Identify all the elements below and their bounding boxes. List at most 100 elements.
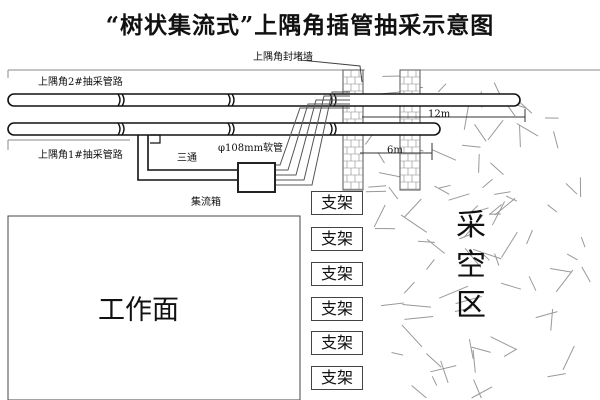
hatch-line (471, 346, 491, 353)
hatch-line (463, 214, 484, 238)
pipe-coupling (227, 122, 235, 136)
pipe-coupling (329, 122, 337, 136)
hatch-line (379, 172, 403, 178)
hatch-line (439, 285, 469, 299)
hatch-line (562, 345, 575, 371)
seal-wall-label: 上隅角封堵墙 (253, 52, 313, 63)
hatch-line (500, 282, 522, 290)
hose-line (275, 91, 350, 186)
hatch-line (528, 276, 537, 291)
hatch-line (501, 231, 518, 258)
hatch-line (550, 309, 554, 331)
collector-box (237, 162, 276, 193)
hatch-line (494, 253, 500, 266)
tee-branch (137, 135, 238, 181)
hose-label: φ108mm软管 (218, 143, 284, 154)
tee-fitting (150, 134, 161, 144)
hatch-line (491, 201, 506, 226)
tee-label: 三通 (177, 153, 197, 164)
work-face-boundary (7, 215, 301, 400)
hatch-line (526, 229, 533, 245)
hose-line (275, 95, 350, 181)
hatch-line (380, 302, 404, 307)
pipe-2 (7, 93, 521, 107)
hoses (275, 91, 350, 186)
hatch-line (547, 204, 558, 213)
hatch-line (373, 204, 386, 228)
hatch-line (580, 236, 586, 248)
hatch-line (472, 248, 502, 260)
support-5: 支架 (311, 331, 363, 355)
hatch-line (476, 207, 489, 213)
hatch-line (565, 183, 578, 195)
hatch-line (535, 311, 558, 319)
pipe1-label: 上隅角1#抽采管路 (38, 150, 123, 161)
pipe-coupling (117, 93, 125, 107)
hatch-line (401, 324, 423, 348)
hatch-line (519, 124, 521, 148)
hatch-line (581, 266, 591, 283)
support-6: 支架 (311, 366, 363, 390)
hatch-line (411, 385, 427, 399)
goaf-label-char-2: 空 (456, 248, 486, 283)
hatch-line (494, 197, 516, 216)
collector-label: 集流箱 (191, 197, 221, 208)
support-1: 支架 (311, 191, 363, 215)
hatch-line (368, 185, 387, 188)
hatch-line (473, 379, 482, 399)
hatch-line (462, 144, 481, 148)
pipe2-label: 上隅角2#抽采管路 (38, 77, 123, 88)
hose-line (275, 99, 350, 176)
hatch-line (431, 376, 438, 386)
hatch-line (468, 339, 474, 359)
hatch-line (464, 247, 482, 268)
hatch-line (566, 253, 578, 261)
hatch-line (474, 124, 487, 142)
seal-wall-leader (299, 59, 363, 83)
hatch-line (470, 205, 479, 214)
hatch-line (487, 119, 504, 141)
hatch-line (377, 152, 385, 164)
hatch-line (482, 178, 493, 189)
hatch-line (431, 149, 457, 161)
dimension-lines (360, 109, 526, 160)
hatch-line (494, 191, 511, 195)
work-face-label: 工作面 (98, 295, 179, 326)
hatch-line (440, 360, 449, 384)
diagram-title: “树状集流式”上隅角插管抽采示意图 (105, 12, 495, 39)
hatch-line (550, 268, 572, 273)
hatch-line (490, 162, 504, 175)
dim-12m-label: 12m (428, 109, 451, 120)
hatch-line (503, 348, 518, 358)
hatch-line (426, 259, 435, 270)
hatch-line (553, 131, 559, 149)
hatch-line (425, 353, 442, 368)
goaf-label-char-1: 采 (456, 208, 486, 243)
hatch-line (454, 307, 473, 312)
hatch-line (365, 190, 387, 193)
hatch-line (472, 349, 476, 373)
hatch-line (547, 373, 566, 378)
hatch-line (439, 184, 451, 189)
hatch-line (403, 198, 422, 218)
hatch-line (430, 365, 457, 373)
hatch-line (404, 316, 434, 320)
hatch-line (455, 295, 483, 305)
pipes (7, 93, 521, 181)
hatch-line (403, 281, 415, 294)
pipe-coupling (227, 93, 235, 107)
hatch-line (417, 240, 435, 243)
support-3: 支架 (311, 262, 363, 286)
support-4: 支架 (311, 297, 363, 321)
hatch-line (480, 251, 490, 261)
support-2: 支架 (311, 227, 363, 251)
hatch-line (507, 106, 516, 117)
hatch-line (490, 336, 517, 350)
hatch-line (488, 204, 503, 216)
hatch-line (391, 352, 404, 356)
hatch-line (505, 195, 518, 202)
pipe-coupling (117, 122, 125, 136)
hatch-line (516, 123, 539, 137)
